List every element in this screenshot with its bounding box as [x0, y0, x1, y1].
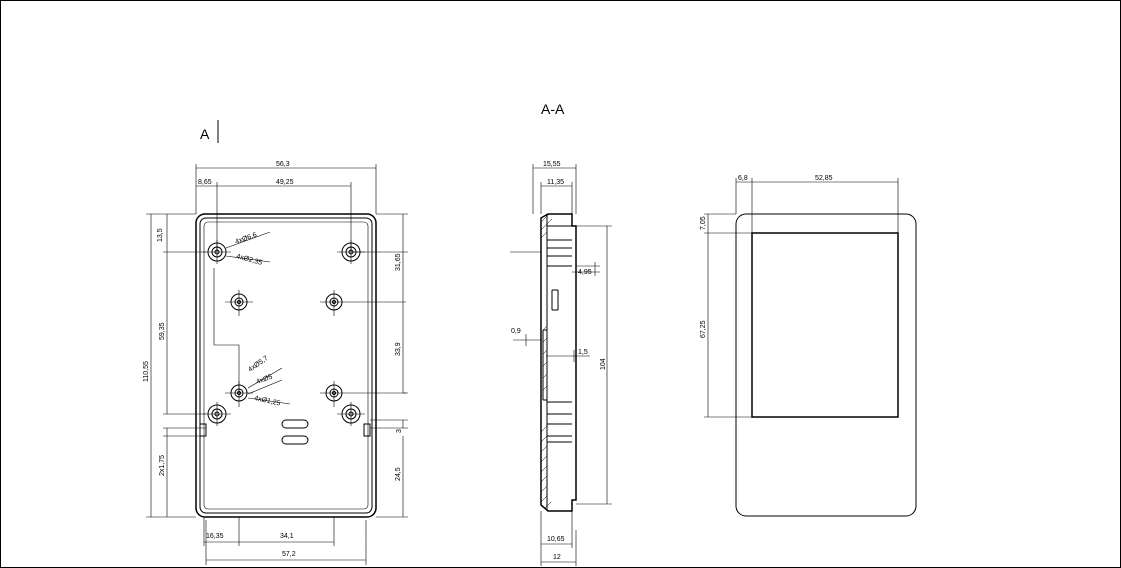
- vent-slot-2: [281, 435, 309, 445]
- front-outer-body: [195, 213, 377, 518]
- dim-section-wall: 0,9: [511, 328, 521, 335]
- section-view: 15,55 11,35 4,95 0,9 1,5 104 10,65 12: [510, 161, 612, 566]
- section-dimension-lines: [510, 164, 612, 566]
- dim-boss-outer: 4xØ5,7: [247, 355, 270, 374]
- vent-slot-1: [281, 419, 309, 429]
- dim-front-right-bottom: 24,5: [395, 467, 402, 481]
- dim-front-height: 110,55: [143, 361, 150, 382]
- front-inner-wall-2: [203, 221, 369, 510]
- dim-front-bottom-left: 16,35: [206, 533, 224, 540]
- dim-side-window-width: 52,85: [815, 175, 833, 182]
- dim-front-width: 56,3: [276, 161, 290, 168]
- dim-section-depth-inner: 11,35: [547, 179, 564, 186]
- front-inner-wall: [199, 217, 373, 514]
- side-notch-right: [363, 423, 371, 437]
- dim-side-window-height: 67,25: [700, 320, 707, 338]
- dim-front-hole-offset: 8,65: [198, 179, 212, 186]
- side-body-outline: [735, 213, 917, 517]
- dim-section-height: 104: [600, 358, 607, 370]
- section-title: A-A: [541, 101, 565, 117]
- section-body-outline: [540, 213, 577, 512]
- dim-hole-large: 4xØ6,6: [234, 232, 258, 246]
- dim-front-top-offset: 13,5: [157, 228, 164, 242]
- dim-hole-large-inner: 4xØ2,35: [235, 253, 262, 267]
- side-notch-left: [199, 423, 207, 437]
- dim-side-left-offset: 6,8: [738, 175, 748, 182]
- internal-step: [213, 268, 240, 393]
- dim-boss-mid: 4xØ5: [255, 374, 273, 386]
- dim-front-hole-spacing-y: 59,35: [159, 322, 166, 340]
- dim-front-bottom-mid: 34,1: [280, 533, 294, 540]
- front-dimension-lines: [146, 164, 408, 565]
- section-inner-features: [542, 214, 572, 511]
- front-view: 56,3 8,65 49,25 110,55 13,5 59,35 31,65 …: [143, 161, 408, 565]
- dim-section-step: 4,95: [578, 269, 592, 276]
- dim-section-bottom-overall: 12: [553, 554, 561, 561]
- dim-front-slot-offset: 3: [396, 429, 403, 433]
- side-display-window: [751, 232, 899, 418]
- dim-section-offset: 1,5: [578, 349, 588, 356]
- dim-section-depth-overall: 15,55: [543, 161, 561, 168]
- side-view: 6,8 52,85 7,05 67,25: [700, 175, 917, 517]
- dim-side-top-offset: 7,05: [700, 216, 707, 230]
- side-dimension-lines: [704, 178, 899, 418]
- dim-boss-inner: 4xØ1,25: [254, 395, 281, 407]
- view-marker-label: A: [200, 126, 210, 142]
- dim-section-bottom-inner: 10,65: [547, 536, 565, 543]
- dim-front-bottom-overall: 57,2: [282, 551, 296, 558]
- dim-front-slot-pair: 2x1,75: [159, 455, 166, 476]
- dim-front-right-mid: 33,9: [395, 342, 402, 356]
- dim-front-right-top: 31,65: [395, 253, 402, 271]
- dim-front-hole-spacing-x: 49,25: [276, 179, 294, 186]
